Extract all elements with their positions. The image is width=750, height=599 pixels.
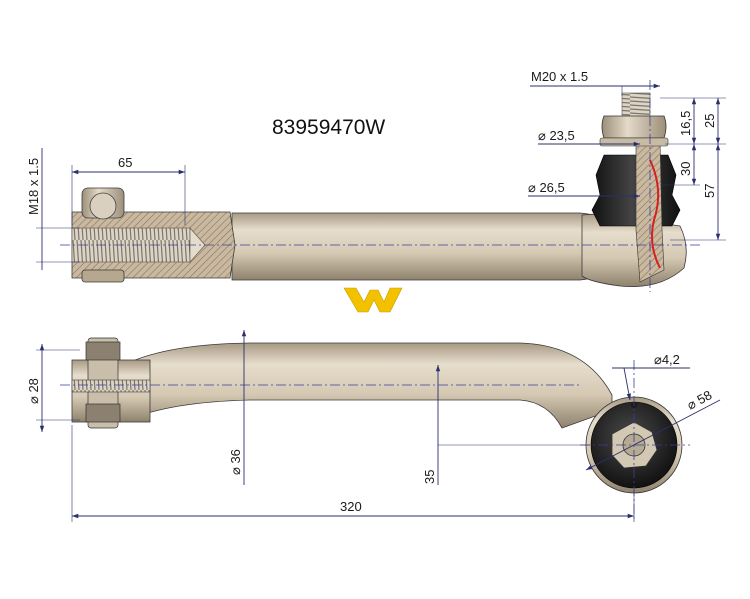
fork-nut-bottom <box>85 403 121 423</box>
dim-head-dia <box>585 399 721 471</box>
label-offset: 35 <box>422 470 437 484</box>
label-overall-length: 320 <box>340 499 362 514</box>
fork-thread-band <box>71 379 151 393</box>
label-h30: 30 <box>678 162 693 176</box>
brand-logo <box>343 287 403 313</box>
label-thread-stud: M20 x 1.5 <box>531 69 588 84</box>
label-h57: 57 <box>702 184 717 198</box>
label-hole-dia: ⌀4,2 <box>654 352 680 367</box>
side-view <box>60 80 700 292</box>
part-number: 83959470W <box>272 116 385 139</box>
label-end-dia: ⌀ 28 <box>26 378 41 404</box>
nut-washer <box>599 137 669 147</box>
tube-body-top <box>231 212 611 281</box>
seal-line <box>649 159 661 269</box>
plan-view <box>60 337 690 520</box>
label-cone-large: ⌀ 26,5 <box>528 180 565 195</box>
stud-thread <box>621 92 651 118</box>
castle-nut <box>601 115 667 139</box>
tube-body-bottom <box>127 342 613 429</box>
dimension-lines <box>36 83 726 522</box>
fork-nut-top <box>85 341 121 361</box>
label-h25: 25 <box>702 114 717 128</box>
label-h16-5: 16,5 <box>678 111 693 136</box>
label-tube-dia: ⌀ 36 <box>228 449 243 475</box>
label-thread-end: M18 x 1.5 <box>26 158 41 215</box>
clamp-bolt-bottom <box>81 269 125 283</box>
clamp-bolt-head <box>89 192 117 220</box>
label-thread-length: 65 <box>118 155 132 170</box>
label-head-dia: ⌀ 58 <box>684 387 714 412</box>
logo-mark <box>343 287 403 313</box>
label-cone-small: ⌀ 23,5 <box>538 128 575 143</box>
